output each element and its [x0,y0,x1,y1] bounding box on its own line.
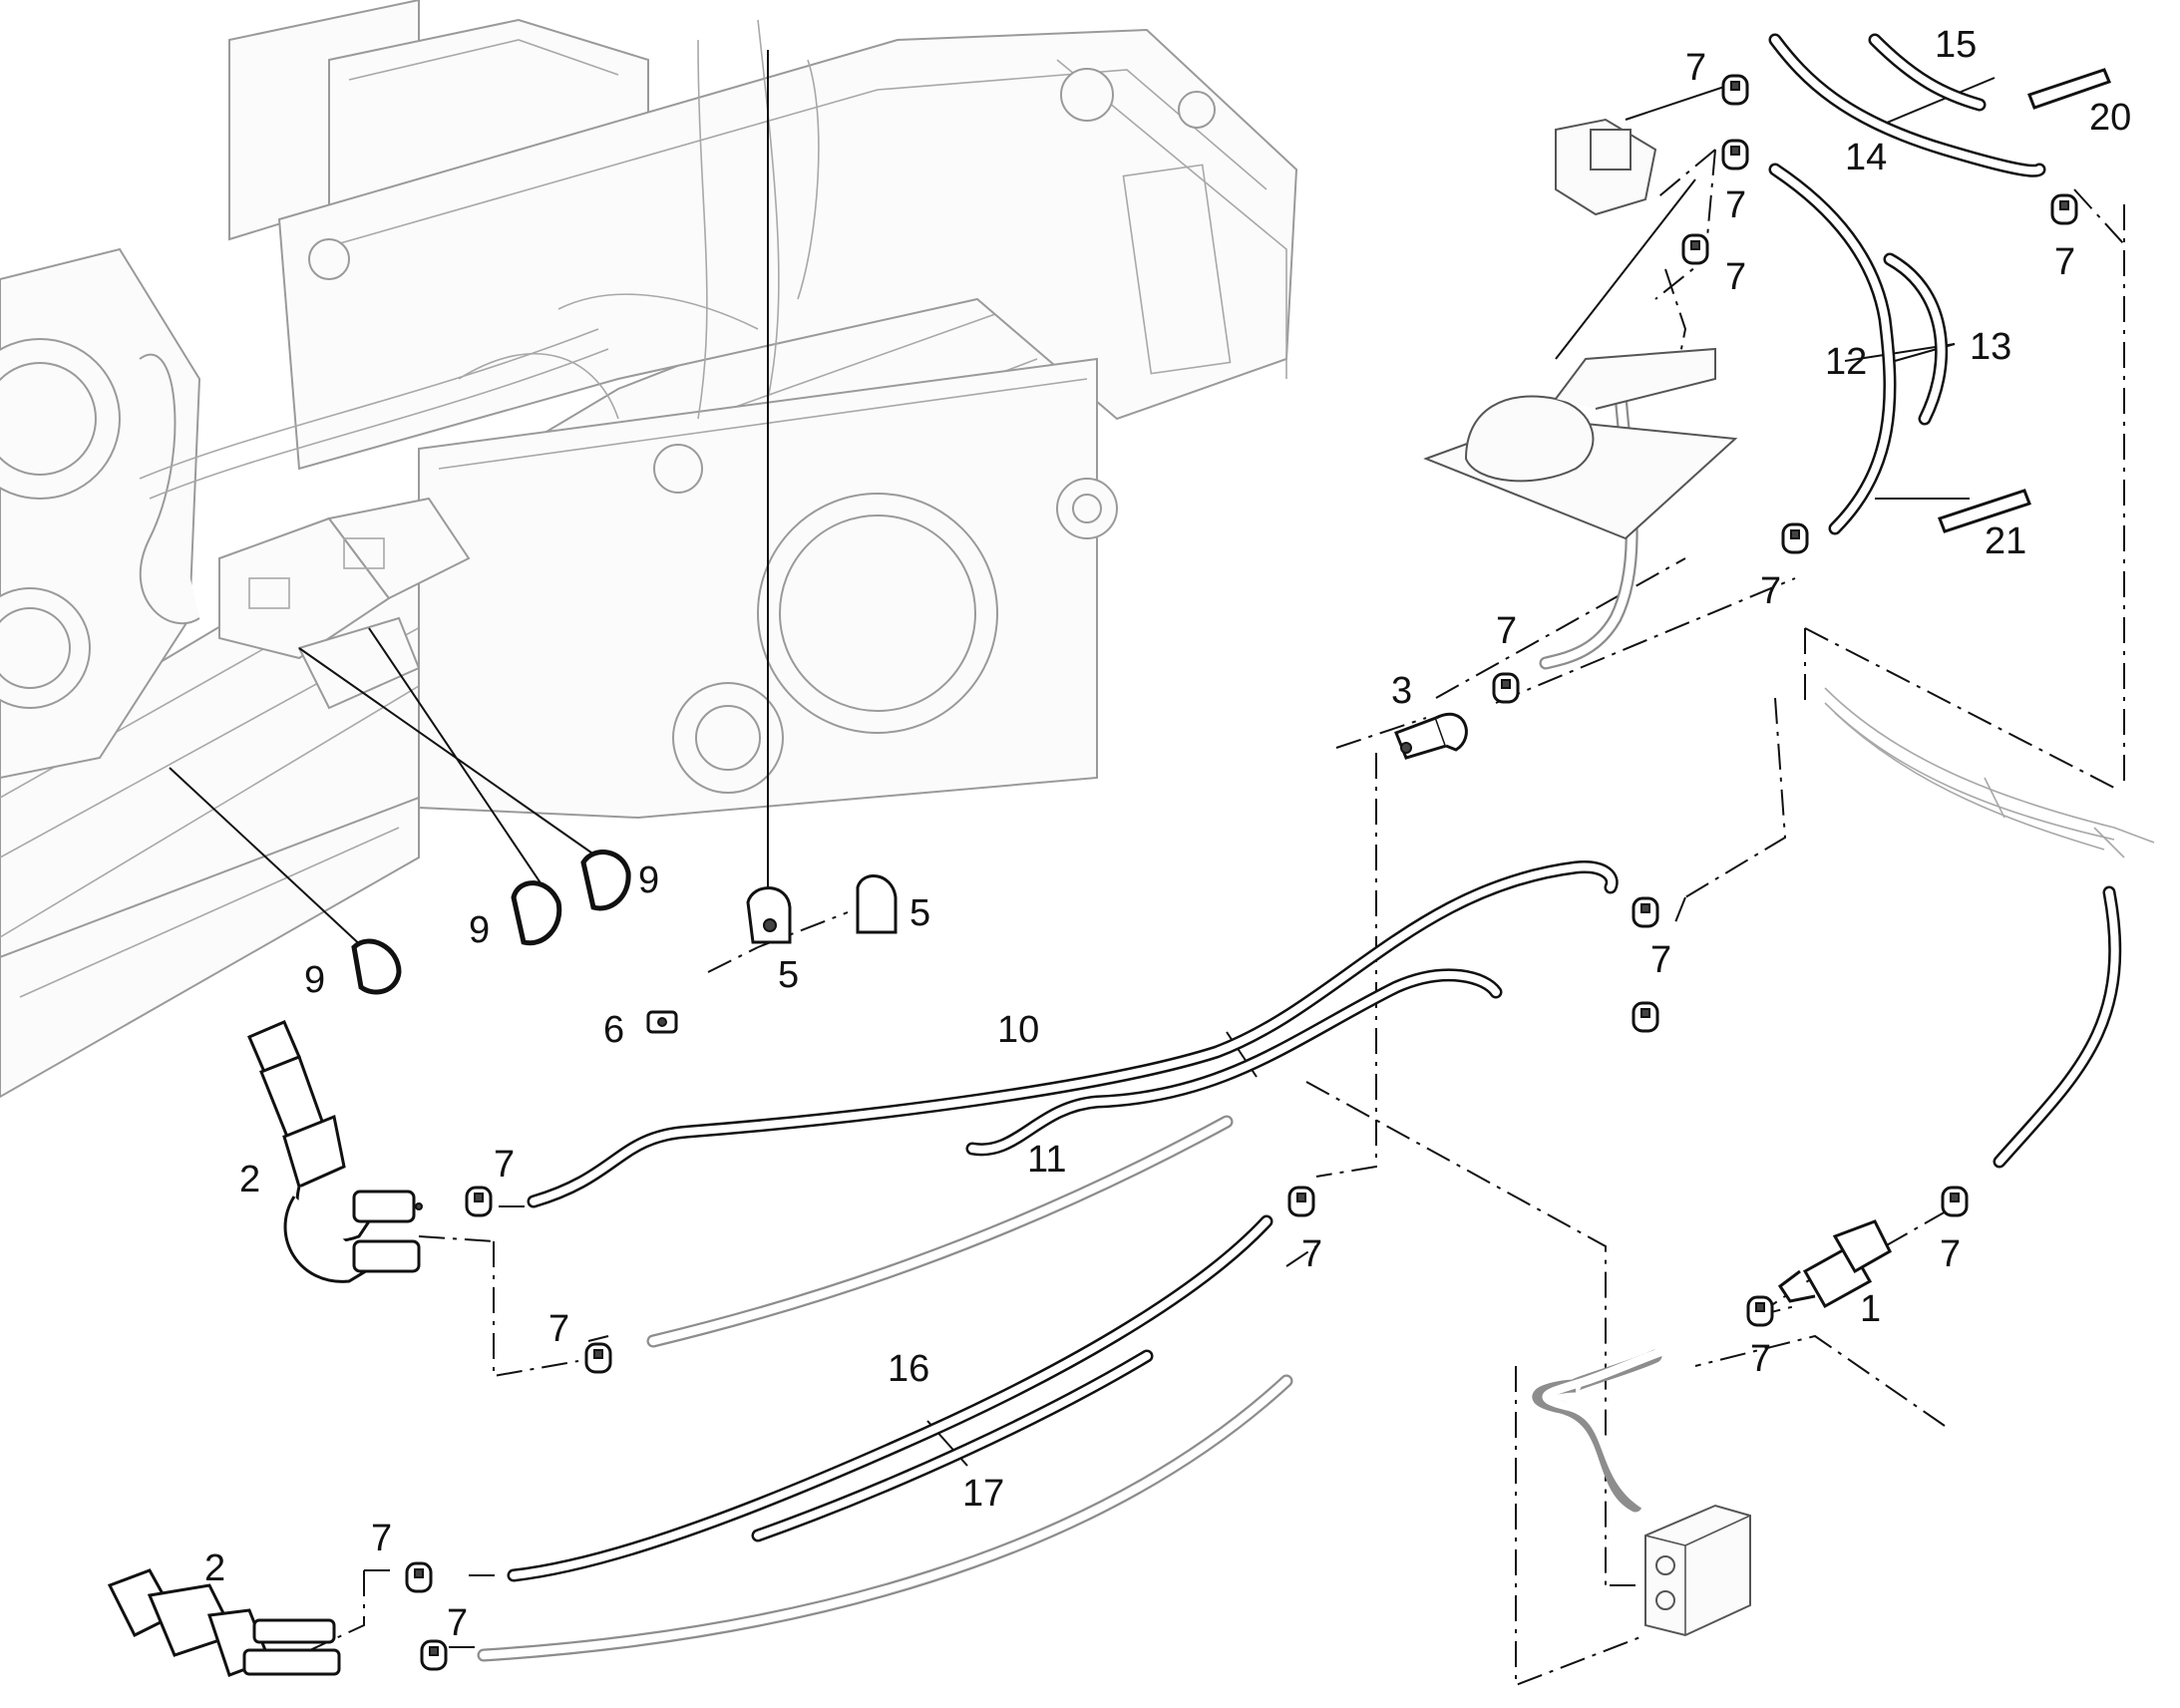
callout-21: 21 [1985,520,2026,562]
bracket-plate-assembly [1423,79,1746,540]
callout-7g: 7 [1685,47,1706,89]
callout-7m: 7 [371,1518,392,1559]
hose-11 [965,968,1503,1157]
callout-7j: 7 [2054,241,2075,283]
callout-7e: 7 [1650,939,1671,981]
callout-7c: 7 [1301,1233,1322,1275]
fitting-3 [1394,712,1468,760]
p-clamps-9 [351,850,631,995]
callout-7i: 7 [1725,256,1746,298]
callout-7h: 7 [1725,184,1746,226]
callout-10: 10 [997,1009,1039,1051]
callout-3: 3 [1391,670,1412,712]
callout-7b: 7 [548,1308,569,1350]
connector-1 [1777,1219,1892,1309]
callout-7l: 7 [1750,1338,1771,1380]
callout-7d: 7 [1496,610,1517,652]
callout-7f: 7 [1760,570,1781,612]
hose-14 [1768,33,2046,177]
callout-1: 1 [1860,1288,1881,1330]
callout-9b: 9 [469,909,490,951]
callout-9a: 9 [638,859,659,901]
callout-7a: 7 [494,1144,515,1186]
callout-20: 20 [2089,97,2131,139]
callout-12: 12 [1825,341,1867,383]
callout-labels: 1 2 2 3 5 5 6 7 7 7 7 7 7 7 7 7 7 7 7 7 … [204,24,2131,1644]
callout-5b: 5 [909,892,930,934]
callout-2-lower: 2 [204,1547,225,1589]
callout-6: 6 [603,1009,624,1051]
fitting-2-lower [107,1568,341,1677]
callout-9c: 9 [304,959,325,1001]
callout-5a: 5 [778,954,799,996]
callout-13: 13 [1970,326,2011,368]
callout-2-upper: 2 [239,1159,260,1200]
fitting-2-upper [247,1020,423,1283]
callout-14: 14 [1845,137,1887,178]
hose-grey-b [477,1374,1293,1662]
clamps-5-and-bolt-6 [646,874,898,1034]
hose-grey-a [646,1115,1234,1348]
junction-block [1644,1504,1751,1637]
cable-ties [1938,68,2111,533]
callout-7k: 7 [1940,1233,1961,1275]
callout-11: 11 [1027,1139,1066,1181]
hoses [477,33,2122,1662]
callout-7n: 7 [447,1602,468,1644]
callout-17: 17 [962,1473,1004,1515]
harness-right [1824,687,2155,858]
callout-15: 15 [1935,24,1977,66]
machine-frame-illustration [0,0,1298,1099]
callout-16: 16 [888,1348,929,1390]
hose-10 [527,860,1619,1208]
hose-clamps-7 [405,74,2078,1671]
